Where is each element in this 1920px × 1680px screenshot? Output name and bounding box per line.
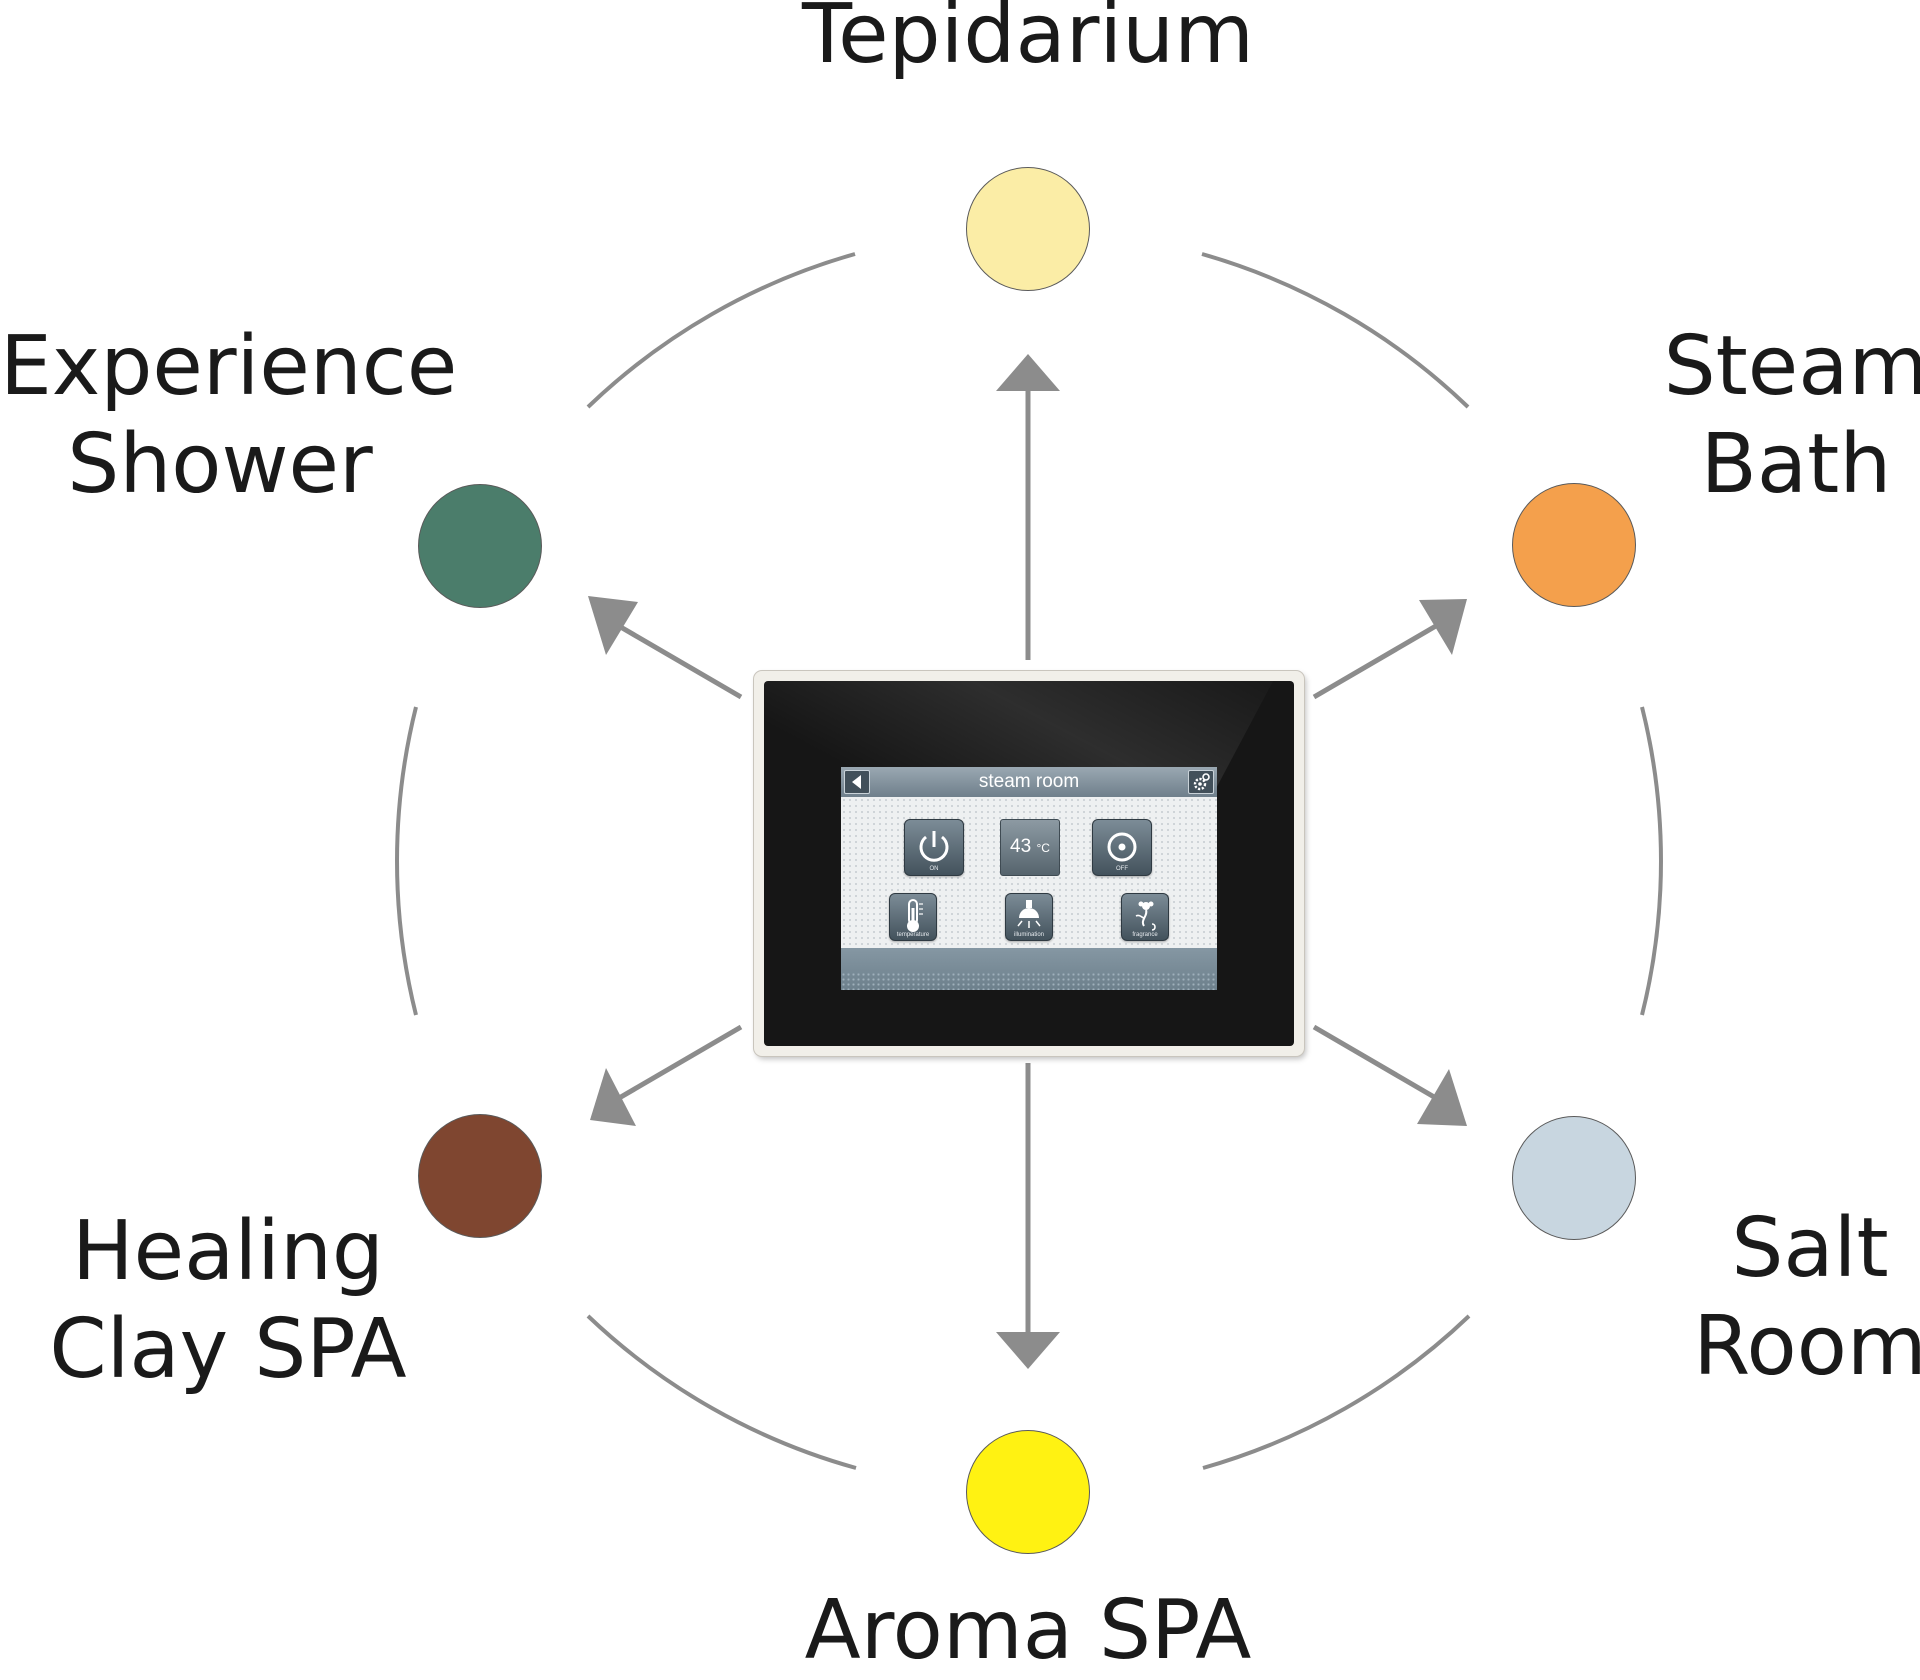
temperature-unit: °C xyxy=(1036,841,1050,855)
salt-room-label: Salt Room xyxy=(1693,1201,1920,1394)
temperature-value: 43 xyxy=(1010,836,1032,857)
temperature-caption: temperature xyxy=(896,932,930,938)
power-on-button[interactable]: ON xyxy=(904,819,964,876)
arrow-to-healing-clay-spa xyxy=(590,1024,743,1126)
screen-title: steam room xyxy=(978,771,1080,792)
stop-icon xyxy=(1107,832,1137,862)
aroma-spa-label: Aroma SPA xyxy=(804,1583,1252,1678)
illumination-button[interactable]: illumination xyxy=(1005,893,1053,941)
steam-bath-dot xyxy=(1512,483,1636,607)
power-off-button[interactable]: OFF xyxy=(1092,819,1152,876)
experience-shower-label: Experience Shower xyxy=(0,319,458,512)
screen-footer xyxy=(841,948,1217,990)
healing-clay-spa-label: Healing Clay SPA xyxy=(49,1204,407,1397)
fragrance-caption: fragrance xyxy=(1132,932,1158,938)
arrow-to-salt-room xyxy=(1312,1024,1467,1126)
experience-shower-dot xyxy=(418,484,542,608)
illumination-caption: illumination xyxy=(1013,932,1044,938)
off-caption: OFF xyxy=(1116,866,1128,872)
aroma-spa-dot xyxy=(966,1430,1090,1554)
arc-bottom-left xyxy=(586,1314,857,1470)
arrow-to-steam-bath xyxy=(1312,599,1467,700)
power-icon xyxy=(919,831,949,862)
control-panel-device: steam room O xyxy=(754,671,1304,1056)
arrow-to-aroma-spa xyxy=(996,1063,1060,1369)
tepidarium-label: Tepidarium xyxy=(801,0,1255,82)
back-arrow-icon[interactable] xyxy=(844,770,870,794)
arc-top-left xyxy=(586,252,856,409)
salt-room-dot xyxy=(1512,1116,1636,1240)
device-bezel: steam room O xyxy=(764,681,1294,1046)
arrow-to-experience-shower xyxy=(588,596,743,700)
arc-top-right xyxy=(1201,252,1470,409)
screen-header: steam room xyxy=(841,767,1217,797)
arc-left xyxy=(395,706,418,1016)
fragrance-icon xyxy=(1135,901,1156,931)
arrow-to-tepidarium xyxy=(996,354,1060,660)
fragrance-button[interactable]: fragrance xyxy=(1121,893,1169,941)
arc-bottom-right xyxy=(1202,1314,1471,1470)
healing-clay-spa-dot xyxy=(418,1114,542,1238)
steam-bath-label: Steam Bath xyxy=(1663,319,1920,512)
thermometer-icon xyxy=(907,899,923,932)
touch-screen: steam room O xyxy=(841,767,1217,990)
temperature-readout: 43 °C xyxy=(1001,836,1059,859)
lamp-icon xyxy=(1017,900,1041,928)
tepidarium-dot xyxy=(966,167,1090,291)
arc-right xyxy=(1640,706,1663,1016)
temperature-display: 43 °C xyxy=(1000,819,1060,876)
temperature-button[interactable]: temperature xyxy=(889,893,937,941)
settings-gear-icon[interactable] xyxy=(1188,770,1214,794)
on-caption: ON xyxy=(929,866,939,872)
